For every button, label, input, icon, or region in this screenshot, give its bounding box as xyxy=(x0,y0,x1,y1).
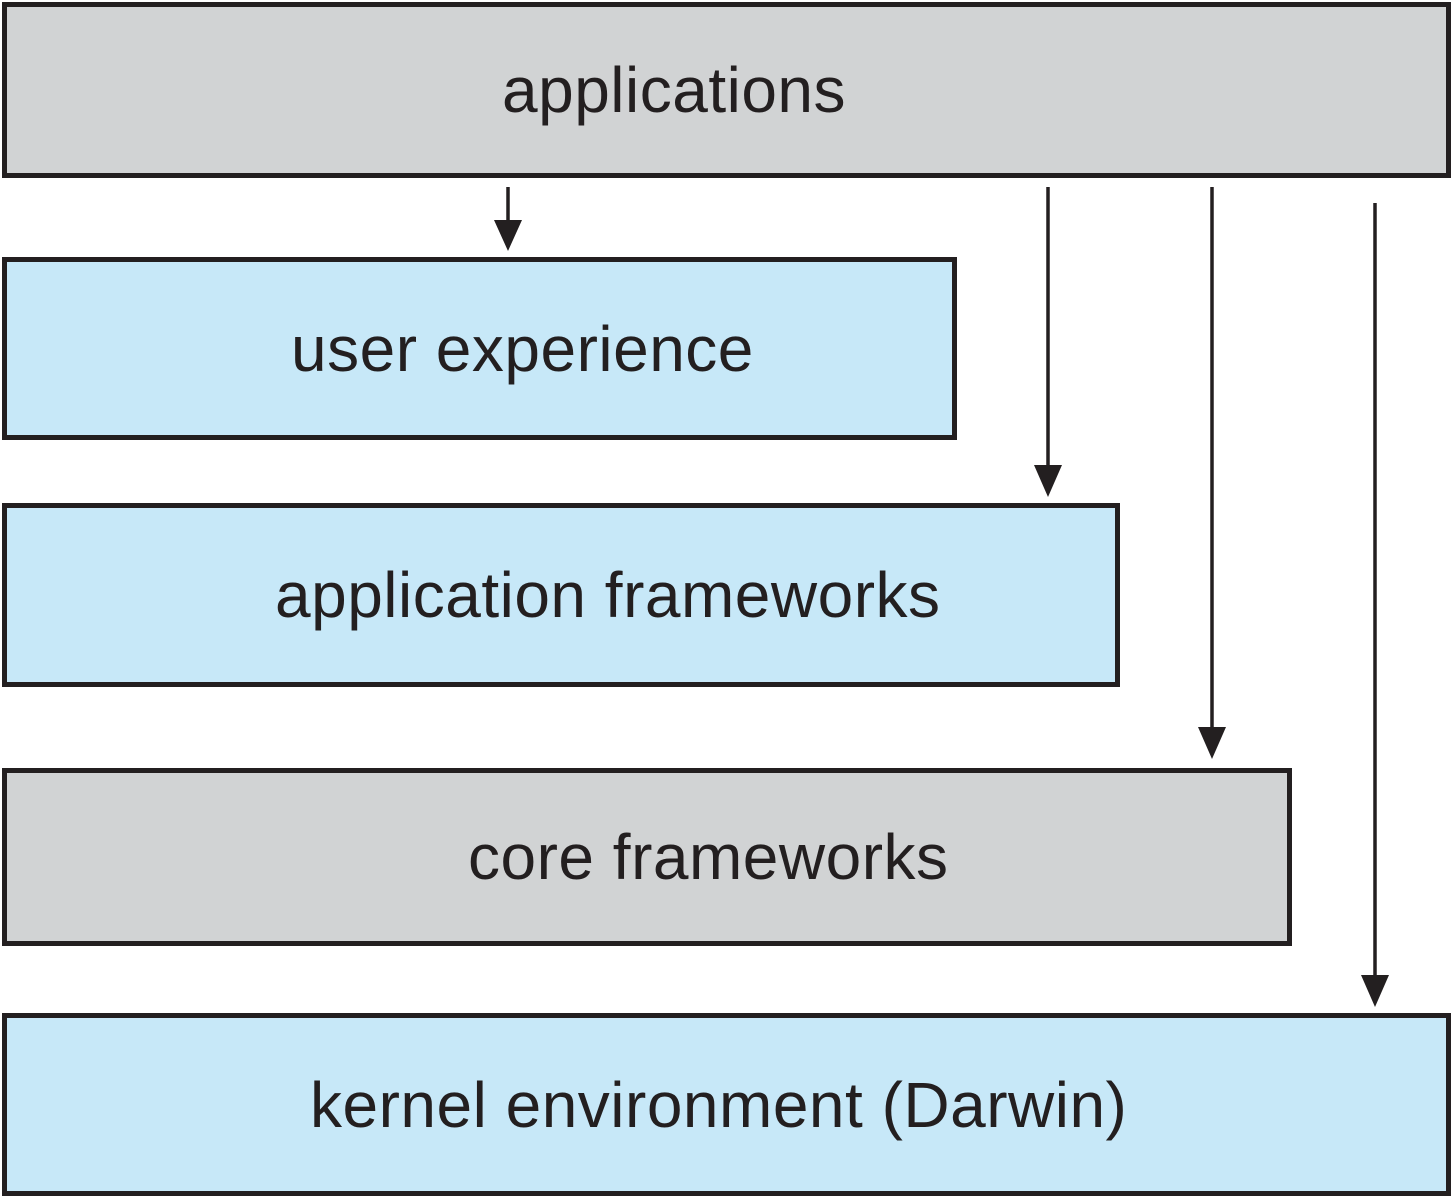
application-frameworks-layer: application frameworks xyxy=(2,503,1120,687)
user-experience-label: user experience xyxy=(291,312,754,385)
arrow-to-application-frameworks xyxy=(1034,187,1062,497)
applications-layer: applications xyxy=(2,2,1451,178)
application-frameworks-label: application frameworks xyxy=(275,559,941,631)
kernel-environment-layer: kernel environment (Darwin) xyxy=(2,1013,1451,1196)
core-frameworks-layer: core frameworks xyxy=(2,768,1292,946)
arrow-to-core-frameworks xyxy=(1198,187,1226,759)
applications-label: applications xyxy=(502,54,846,126)
kernel-environment-label: kernel environment (Darwin) xyxy=(310,1068,1128,1141)
user-experience-layer: user experience xyxy=(2,257,957,440)
arrow-to-kernel-environment xyxy=(1361,203,1389,1007)
arrow-to-user-experience xyxy=(494,187,522,251)
core-frameworks-label: core frameworks xyxy=(468,821,949,893)
